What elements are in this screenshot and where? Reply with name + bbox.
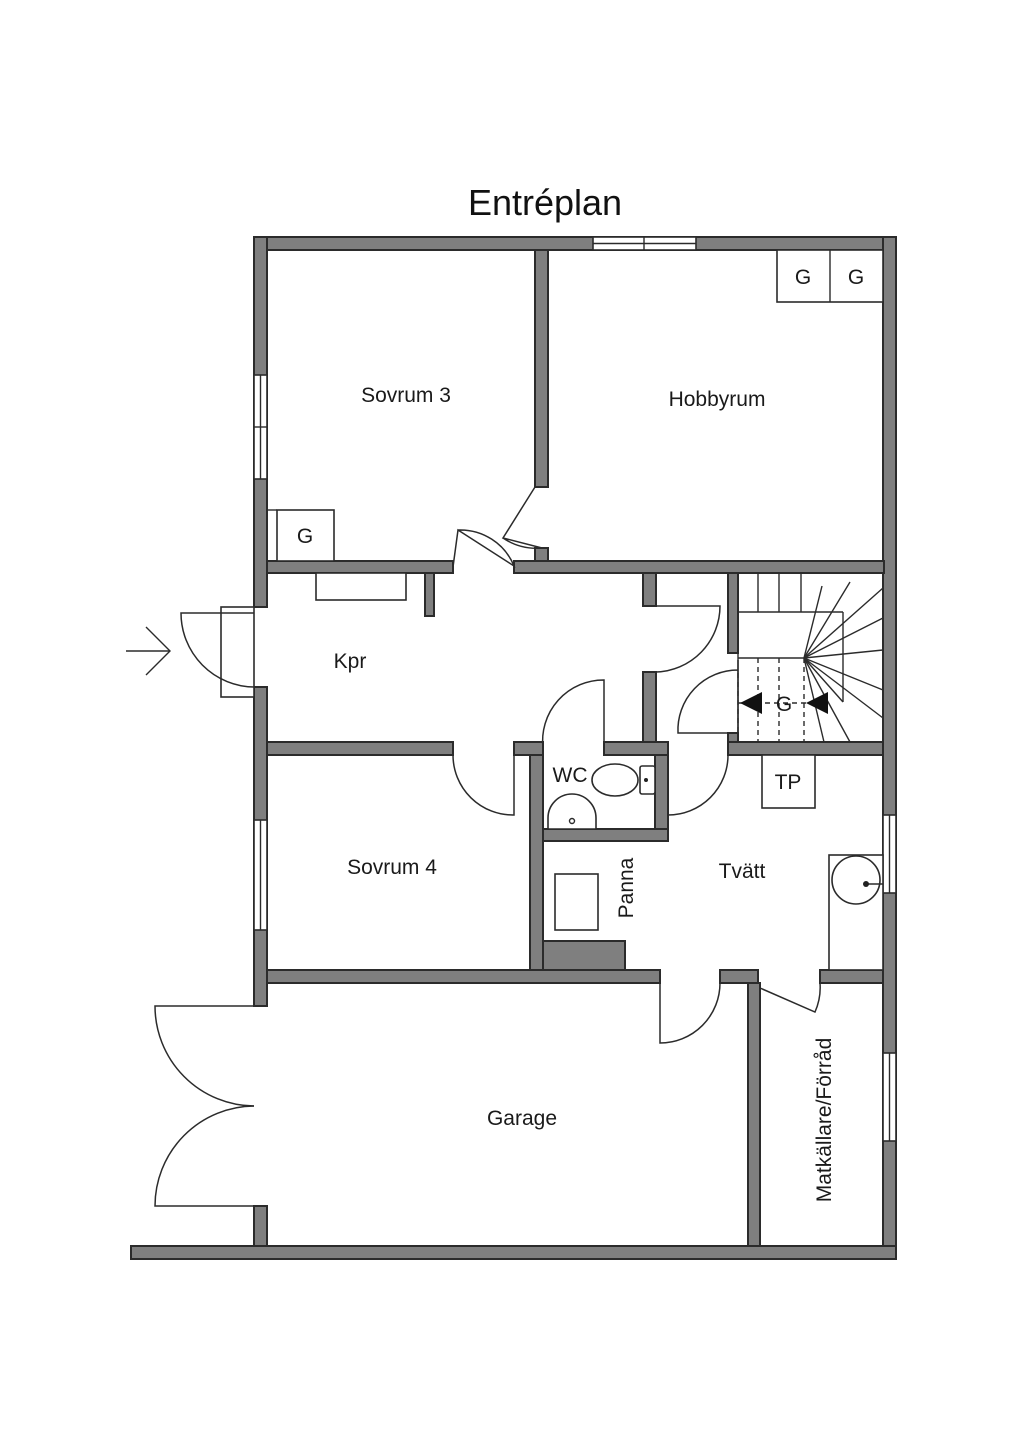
door-swing-icon (759, 982, 821, 1013)
wall-garage-top (266, 969, 661, 984)
door-swing-icon (667, 754, 729, 816)
wall-garage-top-2 (719, 969, 759, 984)
door-swing-icon (154, 1005, 255, 1207)
door-swing-icon (659, 982, 721, 1044)
room-panna: Panna (615, 857, 638, 918)
window-icon (882, 814, 897, 894)
room-wc: WC (553, 764, 588, 787)
heat-pump: TP (761, 754, 816, 809)
wall-stair-upper (642, 572, 657, 607)
wardrobe-label: G (848, 266, 864, 289)
wall-wc-bottom (542, 828, 669, 842)
wall-stair-side (727, 572, 739, 654)
door-swing-icon (452, 528, 516, 568)
wall-sovrum4-right (529, 754, 544, 984)
wall-garage-matkallare (747, 982, 761, 1247)
window-icon (253, 374, 268, 480)
room-sovrum3: Sovrum 3 (361, 384, 451, 407)
wardrobe-label: G (297, 525, 313, 548)
room-tvatt: Tvätt (719, 860, 766, 883)
doors (154, 486, 821, 1207)
windows (253, 236, 897, 1142)
toilet-icon (591, 763, 656, 797)
window-icon (592, 236, 697, 251)
wardrobe-label: G (795, 266, 811, 289)
shelf (315, 572, 407, 601)
window-icon (253, 819, 268, 931)
wall-kpr-bottom (266, 741, 454, 756)
room-kpr: Kpr (334, 650, 367, 673)
window-icon (882, 1052, 897, 1142)
wall-stair-lower (642, 671, 657, 743)
room-matkallare: Matkällare/Förråd (813, 1038, 836, 1203)
wall-kpr-bottom-2 (513, 741, 544, 756)
wall-sovrum3-hobby (534, 249, 549, 488)
door-swing-icon (180, 606, 255, 698)
room-sovrum4: Sovrum 4 (347, 856, 437, 879)
wall-top (253, 236, 897, 251)
stairs-icon: G (737, 573, 884, 743)
boiler (554, 873, 599, 931)
sink-icon (828, 854, 884, 971)
door-swing-icon (541, 679, 605, 749)
heat-pump-label: TP (775, 771, 802, 794)
wall-hobby-bottom (513, 560, 885, 574)
door-swing-icon (655, 605, 721, 673)
wall-tvatt-top (727, 741, 884, 756)
arrow-right-icon (126, 626, 171, 676)
plan-title: Entréplan (468, 182, 622, 223)
wall-garage-top-3 (819, 969, 884, 984)
wall-bottom (130, 1245, 897, 1260)
wall-sovrum3-bottom (266, 560, 454, 574)
wall-wc-top (603, 741, 669, 756)
stair-wardrobe-label: G (776, 693, 792, 716)
room-garage: Garage (487, 1107, 557, 1130)
wall-wc-right (654, 754, 669, 841)
door-swing-icon (677, 660, 739, 734)
wardrobe-sovrum3: G (267, 509, 335, 562)
sink-icon (547, 793, 597, 830)
room-hobbyrum: Hobbyrum (669, 388, 766, 411)
door-swing-icon (501, 486, 543, 549)
wardrobe-hobby: G G (776, 249, 884, 303)
wall-kpr-stub (424, 572, 435, 617)
door-swing-icon (452, 748, 515, 816)
